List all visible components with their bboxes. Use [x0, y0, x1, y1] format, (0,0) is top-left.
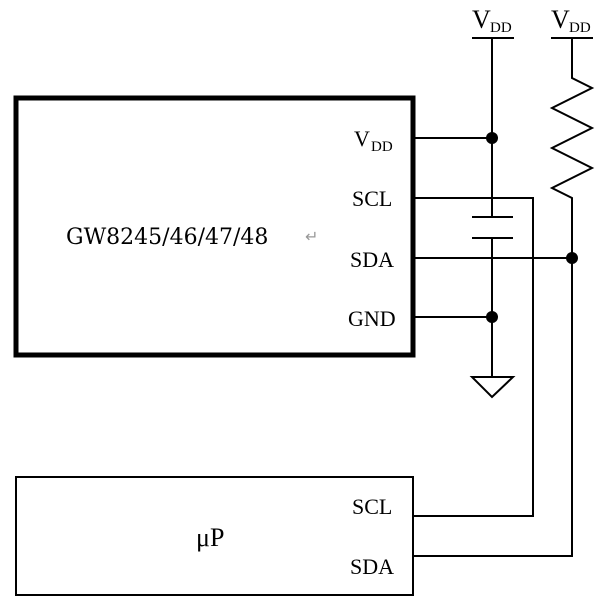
vdd-junction-dot — [486, 132, 498, 144]
vdd-left-subscript: DD — [490, 20, 512, 36]
decoupling-capacitor — [472, 216, 513, 239]
sensor-chip-box — [13, 95, 416, 358]
sda-junction-dot — [566, 252, 578, 264]
microprocessor-name: μP — [196, 523, 224, 552]
vdd-left-label: V — [472, 5, 491, 34]
pull-up-resistor — [549, 38, 595, 258]
sda-bus-wire — [413, 258, 573, 557]
paragraph-return-mark: ↵ — [305, 227, 318, 246]
chip-pin-sda-label: SDA — [350, 247, 394, 272]
up-pin-sda-label: SDA — [350, 554, 394, 579]
microprocessor-box — [15, 476, 414, 596]
chip-pin-scl-label: SCL — [352, 186, 392, 211]
up-pin-scl-label: SCL — [352, 494, 392, 519]
vdd-right-subscript: DD — [569, 20, 591, 36]
chip-pin-vdd-subscript: DD — [371, 139, 393, 155]
ground-icon — [469, 376, 516, 399]
chip-name: GW8245/46/47/48 — [66, 225, 268, 250]
vdd-supply-right: V DD — [551, 5, 593, 39]
vdd-right-label: V — [551, 5, 570, 34]
scl-bus-wire — [413, 197, 534, 517]
chip-pin-gnd-label: GND — [348, 306, 396, 331]
chip-pin-vdd-label: V — [354, 126, 370, 151]
vdd-supply-left: V DD — [472, 5, 514, 39]
gnd-junction-dot — [486, 311, 498, 323]
